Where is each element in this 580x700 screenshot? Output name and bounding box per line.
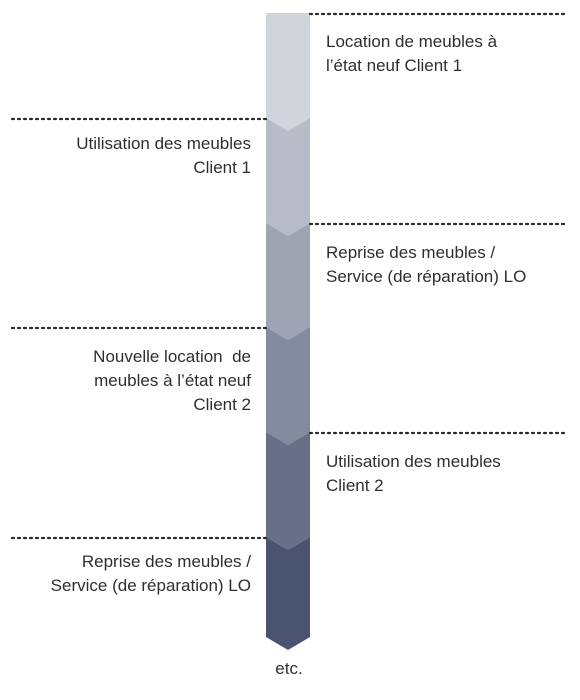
arrow-segment-5	[266, 432, 310, 550]
step-4-line-2: meubles à l’état neuf	[94, 371, 251, 390]
arrow-segment-2	[266, 118, 310, 236]
step-4-line-3: Client 2	[193, 395, 251, 414]
step-5-line-2: Client 2	[326, 476, 384, 495]
arrow-segments	[266, 13, 310, 650]
step-3-line-2: Service (de réparation) LO	[326, 267, 527, 286]
step-label-6: Reprise des meubles / Service (de répara…	[51, 550, 251, 598]
step-2-line-1: Utilisation des meubles	[76, 134, 251, 153]
arrow-segment-6	[266, 537, 310, 650]
dotted-separators	[10, 12, 569, 540]
step-6-line-1: Reprise des meubles /	[81, 552, 251, 571]
footer-etc: etc.	[275, 659, 303, 678]
step-6-line-2: Service (de réparation) LO	[50, 576, 251, 595]
arrow-segment-4	[266, 327, 310, 445]
step-4-line-1: Nouvelle location de	[93, 347, 251, 366]
step-1-line-1: Location de meubles à	[326, 32, 498, 51]
step-label-4: Nouvelle location de meubles à l’état ne…	[93, 345, 251, 417]
arrow-segment-3	[266, 223, 310, 340]
step-5-line-1: Utilisation des meubles	[326, 452, 501, 471]
step-2-line-2: Client 1	[193, 158, 251, 177]
step-label-5: Utilisation des meubles Client 2	[326, 450, 501, 498]
step-label-2: Utilisation des meubles Client 1	[76, 132, 251, 180]
step-label-1: Location de meubles à l’état neuf Client…	[326, 30, 497, 78]
step-label-3: Reprise des meubles / Service (de répara…	[326, 241, 526, 289]
arrow-segment-1	[266, 13, 310, 131]
step-1-line-2: l’état neuf Client 1	[326, 56, 463, 75]
step-3-line-1: Reprise des meubles /	[326, 243, 496, 262]
